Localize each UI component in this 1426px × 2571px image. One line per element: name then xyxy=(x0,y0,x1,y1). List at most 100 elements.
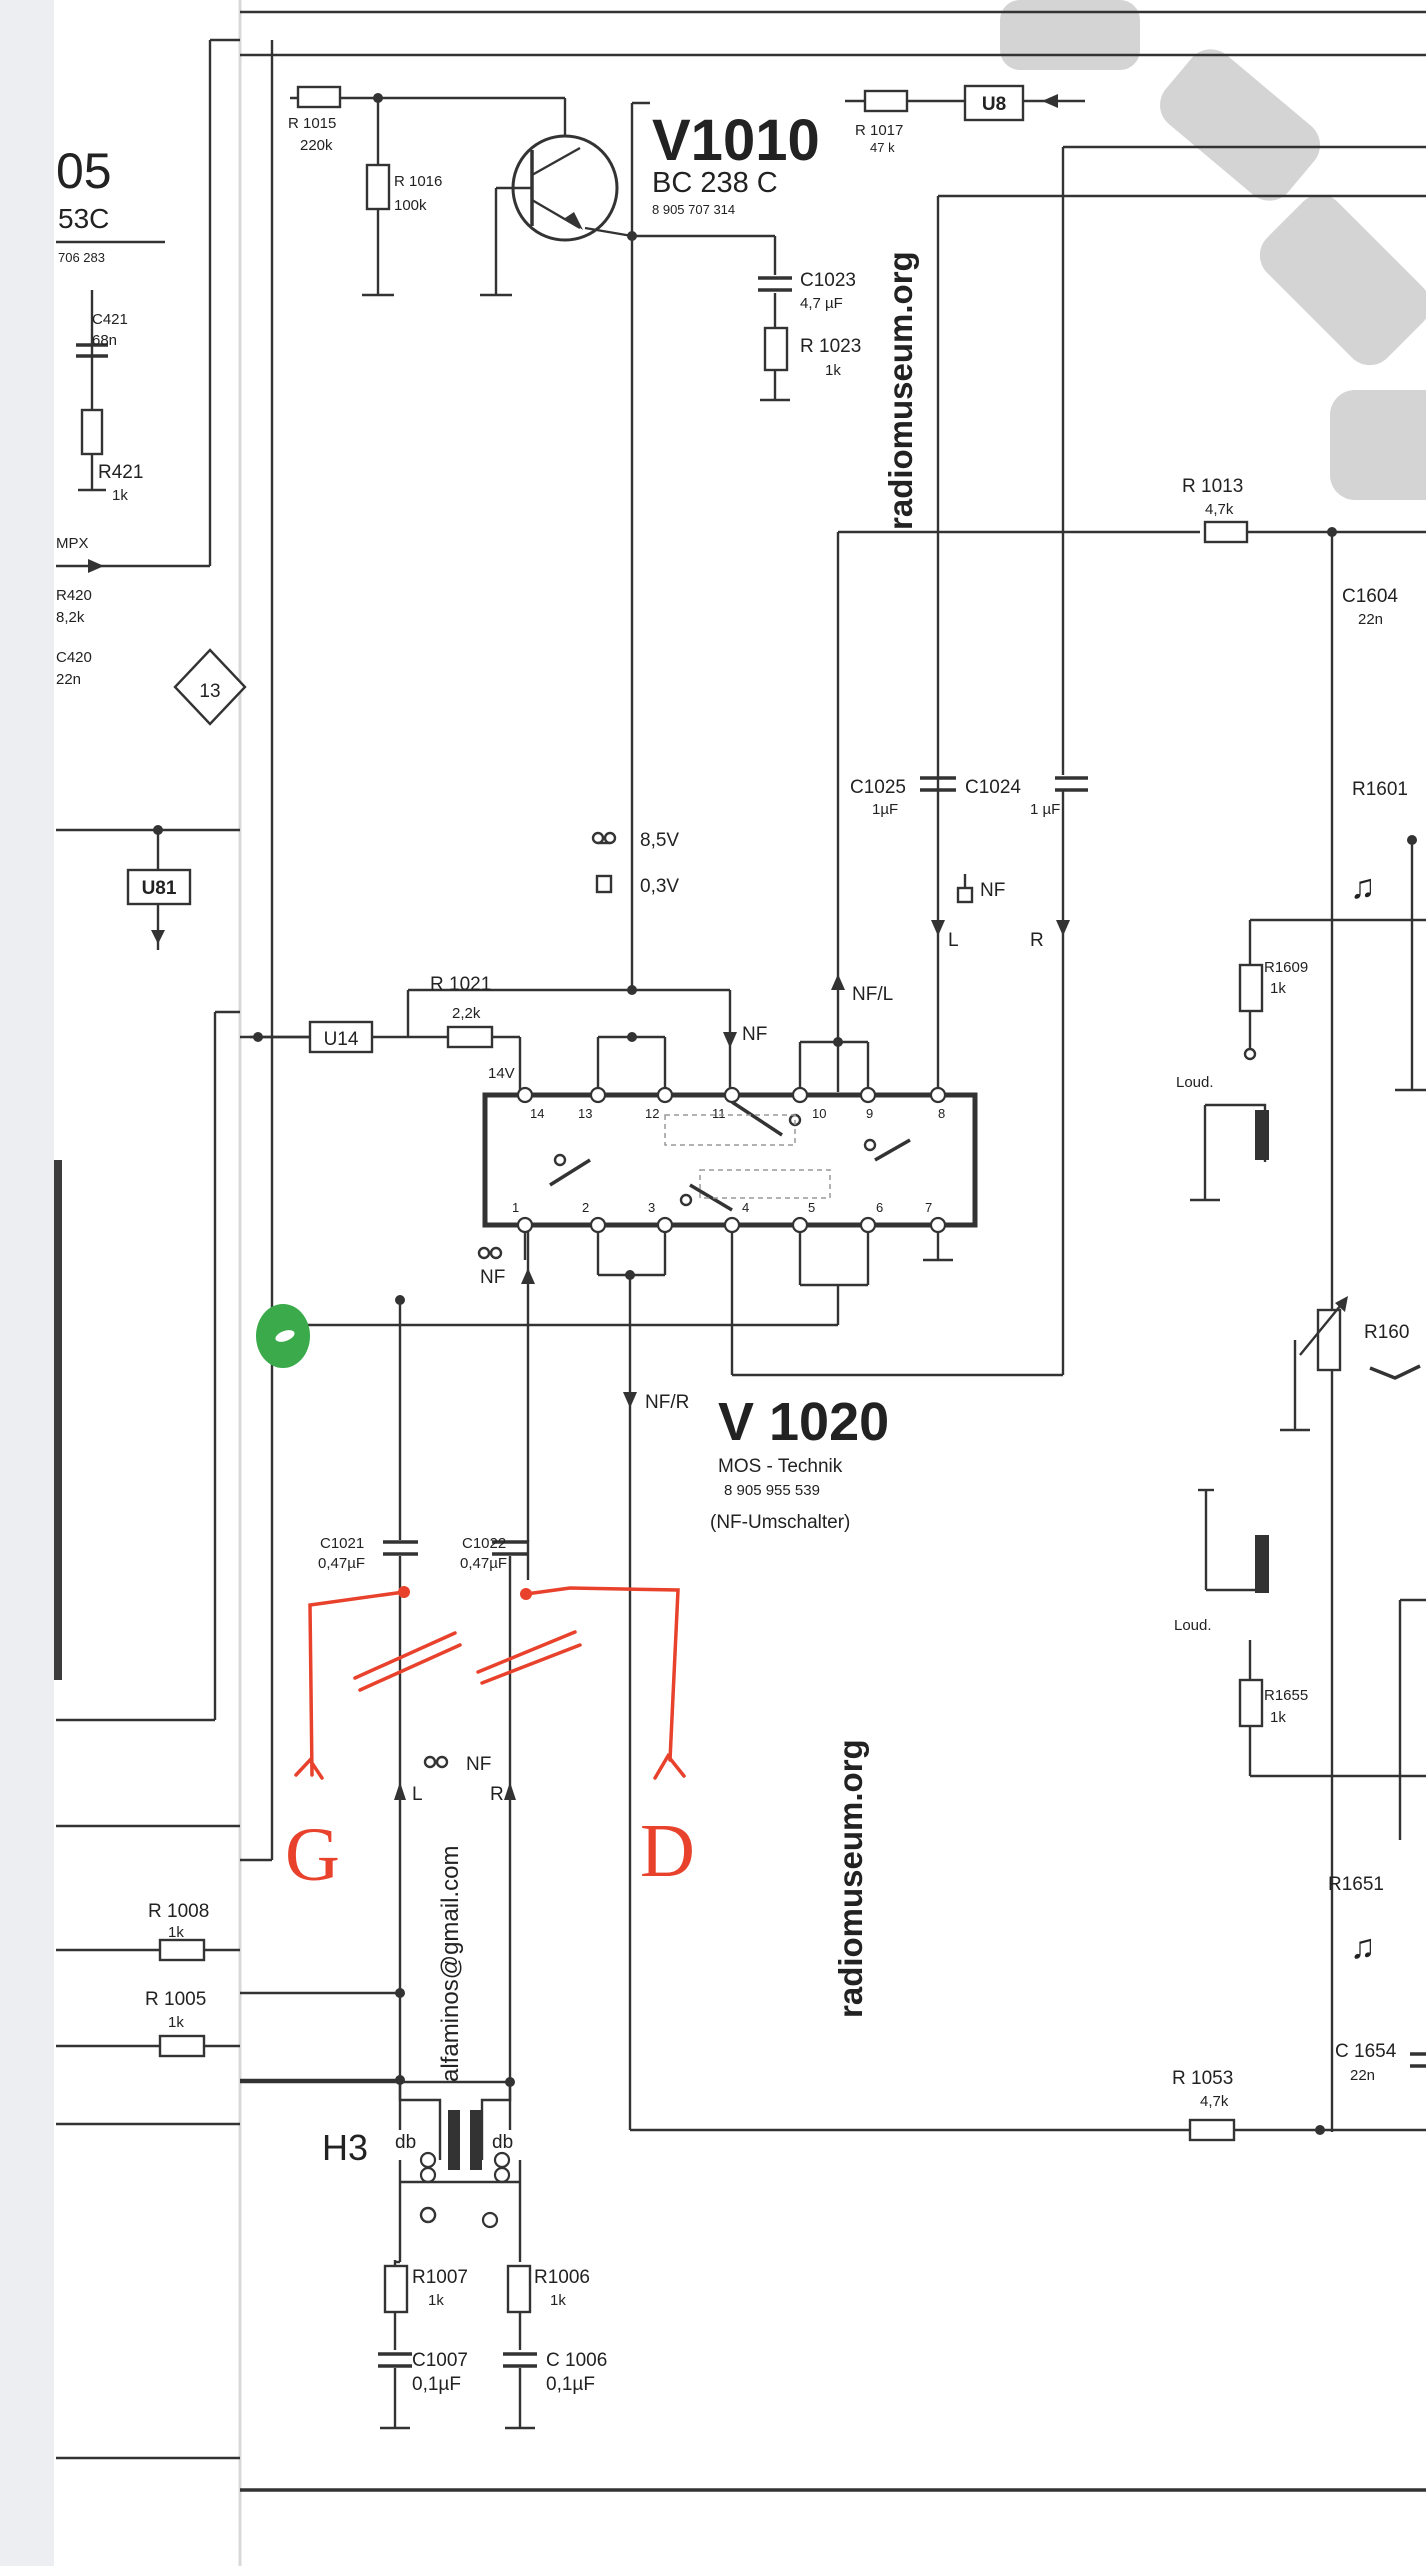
c420-value: 22n xyxy=(56,671,81,688)
r1023 xyxy=(763,326,789,372)
r1008-value: 1k xyxy=(168,1924,184,1941)
pin-10: 10 xyxy=(812,1106,826,1121)
r1609-label: R1609 xyxy=(1264,959,1308,976)
r1016-value: 100k xyxy=(394,197,427,214)
r1005-value: 1k xyxy=(168,2014,184,2031)
volt-85: 8,5V xyxy=(640,830,679,851)
r1013 xyxy=(1203,520,1249,544)
u14-label: U14 xyxy=(324,1029,359,1050)
pin-13: 13 xyxy=(578,1106,592,1121)
page-edge xyxy=(0,0,54,2566)
r1017-label: R 1017 xyxy=(855,122,903,139)
u81-box xyxy=(126,868,192,906)
bottom-section: L R NF R 1008 1k R 1005 1k R 1053 4,7k H… xyxy=(56,1754,1426,2492)
c1006-label: C 1006 xyxy=(546,2350,607,2371)
c1654-label: C 1654 xyxy=(1335,2041,1397,2062)
r1016 xyxy=(365,163,391,211)
tuner-nf-label: NF xyxy=(980,880,1005,901)
coupling-caps-bottom: C1021 0,47µF C1022 0,47µF xyxy=(318,1295,530,2130)
v1010-type: BC 238 C xyxy=(652,167,778,199)
r1651-label: R1651 xyxy=(1328,1874,1384,1895)
c1007-value: 0,1µF xyxy=(412,2374,461,2395)
v1020-line3: (NF-Umschalter) xyxy=(710,1512,850,1533)
pin-4: 4 xyxy=(742,1200,749,1215)
r1013-label: R 1013 xyxy=(1182,476,1243,497)
r1017-value: 47 k xyxy=(870,140,895,155)
pin-3: 3 xyxy=(648,1200,655,1215)
c1654-value: 22n xyxy=(1350,2067,1375,2084)
r1021 xyxy=(446,1025,494,1049)
r1007 xyxy=(383,2264,409,2314)
c1023-value: 4,7 µF xyxy=(800,295,843,312)
c1025-label: C1025 xyxy=(850,777,906,798)
r1006-value: 1k xyxy=(550,2292,566,2309)
c1024-label: C1024 xyxy=(965,777,1021,798)
r1023-label: R 1023 xyxy=(800,336,861,357)
c420-label: C420 xyxy=(56,649,92,666)
d-letter: D xyxy=(640,1809,695,1893)
r1015-value: 220k xyxy=(300,137,333,154)
switch-ic-v1020: U14 R 1021 2,2k 14V NF xyxy=(250,974,1063,2130)
pin-2: 2 xyxy=(582,1200,589,1215)
nf-r-label: NF/R xyxy=(645,1392,689,1413)
loud-top: Loud. xyxy=(1176,1074,1214,1091)
r1655-value: 1k xyxy=(1270,1709,1286,1726)
pin-6: 6 xyxy=(876,1200,883,1215)
h3-label: H3 xyxy=(322,2127,368,2168)
ref-digits: 05 xyxy=(56,143,112,199)
v14-label: 14V xyxy=(488,1065,515,1082)
pin-11: 11 xyxy=(712,1106,726,1121)
page-sheet xyxy=(54,0,1426,2566)
transistor-v1010: R 1015 220k R 1016 100k V1010 BC 238 C 8… xyxy=(288,84,1085,990)
u8-label: U8 xyxy=(982,94,1006,115)
loud-bottom: Loud. xyxy=(1174,1617,1212,1634)
tuner-r-label: R xyxy=(1030,930,1044,951)
pin-8: 8 xyxy=(938,1106,945,1121)
bottom-l: L xyxy=(412,1784,423,1805)
r1053-label: R 1053 xyxy=(1172,2068,1233,2089)
r1005-label: R 1005 xyxy=(145,1989,206,2010)
r1006-label: R1006 xyxy=(534,2267,590,2288)
watermark-top: radiomuseum.org xyxy=(882,251,919,530)
tape-nf-top: NF xyxy=(742,1024,767,1045)
tape-voltage: 8,5V 0,3V xyxy=(591,830,679,897)
v1020-name: V 1020 xyxy=(718,1392,889,1452)
v1010-code: 8 905 707 314 xyxy=(652,202,735,217)
marker-13 xyxy=(173,648,247,726)
r421 xyxy=(80,408,104,456)
pin-5: 5 xyxy=(808,1200,815,1215)
c1024-value: 1 µF xyxy=(1030,801,1060,818)
volt-03: 0,3V xyxy=(640,876,679,897)
r1017 xyxy=(863,89,909,113)
u81-label: U81 xyxy=(142,878,177,899)
left-binding-shadow xyxy=(54,1160,62,1680)
r420-value: 8,2k xyxy=(56,609,85,626)
r1601-label: R1601 xyxy=(1352,779,1408,800)
r1015 xyxy=(296,85,342,109)
r1007-label: R1007 xyxy=(412,2267,468,2288)
r1007-value: 1k xyxy=(428,2292,444,2309)
c421-label: C421 xyxy=(92,311,128,328)
tape-nf-bottom: NF xyxy=(480,1267,505,1288)
main-wiring xyxy=(160,10,1426,1862)
internal-switches xyxy=(549,1100,911,1212)
c1022-label: C1022 xyxy=(462,1535,506,1552)
pin-14: 14 xyxy=(530,1106,544,1121)
v1020-line2: 8 905 955 539 xyxy=(724,1482,820,1499)
r1021-value: 2,2k xyxy=(452,1005,481,1022)
c421-value: 68n xyxy=(92,332,117,349)
c1022-value: 0,47µF xyxy=(460,1555,507,1572)
coupling-caps-top: C1025 1µF C1024 1 µF L R NF NF/L xyxy=(831,532,1088,1375)
marker-13-label: 13 xyxy=(199,681,220,702)
r1021-label: R 1021 xyxy=(430,974,491,995)
r421-label: R421 xyxy=(98,462,143,483)
db-left: db xyxy=(395,2132,416,2153)
pin-7: 7 xyxy=(925,1200,932,1215)
dotted-watermark xyxy=(1000,0,1426,500)
mpx-label: MPX xyxy=(56,535,89,552)
r1013-value: 4,7k xyxy=(1205,501,1234,518)
watermark-email: alfaminos@gmail.com xyxy=(437,1846,464,2082)
pin-1: 1 xyxy=(512,1200,519,1215)
